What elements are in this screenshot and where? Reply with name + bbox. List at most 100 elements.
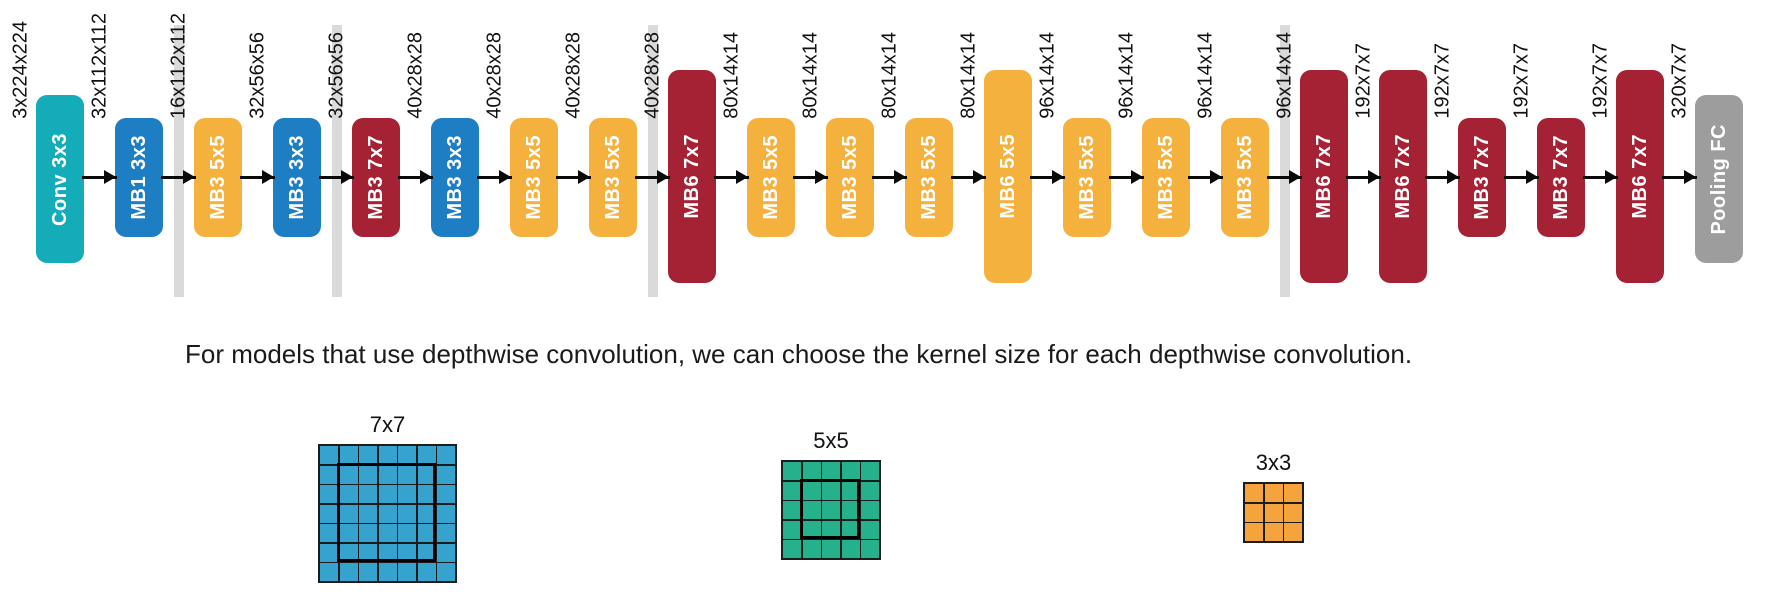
kernel-cell [1264, 484, 1283, 502]
kernel-cell [802, 520, 821, 539]
kernel-cell [437, 543, 455, 562]
kernel-cell [378, 563, 397, 581]
block-mb3-5x5: MB3 5x5 [905, 118, 953, 237]
block-mb3-5x5: MB3 5x5 [747, 118, 795, 237]
block-mb3-5x5: MB3 5x5 [194, 118, 242, 237]
kernel-cell [783, 520, 801, 539]
block-mb3-7x7: MB3 7x7 [352, 118, 400, 237]
kernel-cell [822, 501, 840, 519]
caption-text: For models that use depthwise convolutio… [185, 339, 1413, 369]
block-label: MB3 3x3 [285, 135, 308, 220]
arrow-connector: 192x7x7 [1346, 0, 1381, 310]
block-mb3-5x5: MB3 5x5 [1063, 118, 1111, 237]
block-mb3-5x5: MB3 5x5 [1221, 118, 1269, 237]
kernel-cell [320, 524, 338, 542]
block-mb3-3x3: MB3 3x3 [273, 118, 321, 237]
kernel-cell [841, 462, 860, 480]
kernel-cell [417, 446, 436, 464]
block-label: MB3 5x5 [1154, 135, 1177, 220]
stride-bar-connector: 16x112x112 [161, 0, 196, 310]
kernel-cell [359, 543, 377, 562]
arrow-head-icon [1052, 170, 1064, 184]
kernel-7x7: 7x7 [318, 412, 457, 583]
kernel-cell [783, 462, 801, 480]
kernel-cell [378, 504, 397, 523]
arrow-head-icon [736, 170, 748, 184]
kernel-cell [417, 504, 436, 523]
block-mb3-7x7: MB3 7x7 [1537, 118, 1585, 237]
block-mb1-3x3: MB1 3x3 [115, 118, 163, 237]
dim-label: 32x112x112 [88, 12, 110, 119]
kernel-cell [398, 465, 416, 484]
arrow-connector: 192x7x7 [1583, 0, 1618, 310]
kernel-cell [1284, 523, 1302, 541]
dim-label: 192x7x7 [1352, 43, 1374, 119]
arrow-line [1425, 176, 1460, 179]
block-label: MB6 7x7 [1391, 134, 1414, 219]
arrow-connector: 80x14x14 [793, 0, 828, 310]
kernel-cell [378, 485, 397, 503]
kernel-cell [1284, 503, 1302, 522]
dim-label: 40x28x28 [404, 32, 426, 119]
block-label: MB3 5x5 [1075, 135, 1098, 220]
kernel-cell [841, 481, 860, 500]
block-mb6-5x5: MB6 5x5 [984, 70, 1032, 283]
arrow-line [1267, 176, 1302, 179]
kernel-grid [781, 460, 881, 560]
arrow-line [1504, 176, 1539, 179]
arrow-connector: 96x14x14 [1030, 0, 1065, 310]
arrow-head-icon [578, 170, 590, 184]
kernel-cell [861, 462, 879, 480]
arrow-line [556, 176, 591, 179]
block-label: MB1 3x3 [127, 135, 150, 220]
arrow-connector: 192x7x7 [1504, 0, 1539, 310]
kernel-cell [841, 540, 860, 558]
arrow-line [1030, 176, 1065, 179]
block-label: MB3 7x7 [1470, 135, 1493, 220]
kernel-cell [417, 465, 436, 484]
dim-label: 32x56x56 [325, 32, 347, 119]
kernel-cell [437, 446, 455, 464]
block-label: Pooling FC [1707, 123, 1730, 235]
kernel-cell [802, 540, 821, 558]
arrow-head-icon [420, 170, 432, 184]
kernel-cell [398, 504, 416, 523]
block-label: MB3 3x3 [443, 135, 466, 220]
dim-label: 192x7x7 [1431, 43, 1453, 119]
dim-label: 16x112x112 [167, 12, 189, 119]
kernel-cell [339, 563, 358, 581]
arrow-line [951, 176, 986, 179]
block-pooling-fc: Pooling FC [1695, 95, 1743, 263]
kernel-cell [398, 485, 416, 503]
kernel-cell [802, 481, 821, 500]
input-dim-label: 3x224x224 [6, 0, 36, 310]
arrow-connector: 80x14x14 [951, 0, 986, 310]
kernel-cell [320, 485, 338, 503]
block-mb3-5x5: MB3 5x5 [510, 118, 558, 237]
arrow-connector: 32x56x56 [240, 0, 275, 310]
arrow-line [714, 176, 749, 179]
block-label: MB3 5x5 [206, 135, 229, 220]
dim-label: 96x14x14 [1115, 32, 1137, 119]
arrow-connector: 96x14x14 [1109, 0, 1144, 310]
arrow-line [477, 176, 512, 179]
dim-label: 96x14x14 [1194, 32, 1216, 119]
block-label: MB3 5x5 [838, 135, 861, 220]
kernel-cell [378, 465, 397, 484]
dim-label: 80x14x14 [720, 32, 742, 119]
kernel-cell [339, 524, 358, 542]
arrow-line [872, 176, 907, 179]
kernel-cell [822, 540, 840, 558]
arrow-line [82, 176, 117, 179]
block-label: Conv 3x3 [48, 132, 71, 226]
kernel-cell [802, 462, 821, 480]
arrow-line [398, 176, 433, 179]
kernel-cell [339, 504, 358, 523]
kernel-cell [861, 540, 879, 558]
kernel-cell [417, 485, 436, 503]
kernel-cell [417, 524, 436, 542]
kernel-cell [378, 524, 397, 542]
arrow-head-icon [815, 170, 827, 184]
kernel-cell [339, 543, 358, 562]
